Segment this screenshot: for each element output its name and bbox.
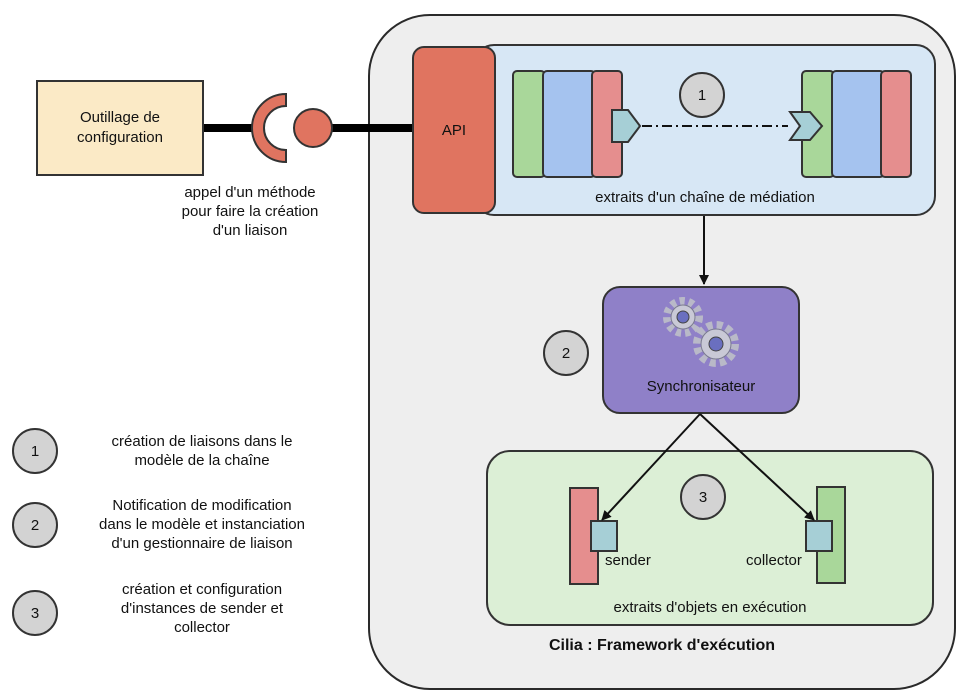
sync-to-collector-arrow <box>699 413 815 521</box>
sender-label: sender <box>605 552 651 569</box>
tooling-box: Outillage de configuration <box>36 80 204 176</box>
legend-number: 2 <box>30 516 40 534</box>
tooling-label: Outillage de configuration <box>77 109 163 146</box>
legend-badge-3: 3 <box>12 590 58 636</box>
method-call-note-line: pour faire la création <box>181 203 319 220</box>
legend-line: d'un gestionnaire de liaison <box>111 535 293 552</box>
legend-badge-2: 2 <box>12 502 58 548</box>
ball-icon <box>293 108 333 148</box>
method-call-note-line: d'un liaison <box>212 222 288 239</box>
legend-line: d'instances de sender et <box>120 600 284 617</box>
collector-label: collector <box>746 552 802 569</box>
legend-line: création de liaisons dans le <box>111 433 293 450</box>
legend-item-1: création de liaisons dans le modèle de l… <box>72 432 332 470</box>
runtime-caption: extraits d'objets en exécution <box>613 599 807 616</box>
legend-line: collector <box>174 619 230 636</box>
step-2-badge: 2 <box>543 330 589 376</box>
chain-right-red-bar <box>880 70 912 178</box>
method-call-note: appel d'un méthode pour faire la créatio… <box>150 183 350 240</box>
step-1-badge: 1 <box>679 72 725 118</box>
collector-port <box>805 520 833 552</box>
gear-icon <box>693 321 739 367</box>
diagram-connectors <box>204 92 824 521</box>
legend-line: Notification de modification <box>112 497 292 514</box>
legend-line: dans le modèle et instanciation <box>99 516 305 533</box>
legend-line: création et configuration <box>121 581 283 598</box>
legend-item-3: création et configuration d'instances de… <box>72 580 332 637</box>
step-3-number: 3 <box>698 488 708 506</box>
sender-port <box>590 520 618 552</box>
legend-number: 1 <box>30 442 40 460</box>
api-label: API <box>441 121 467 139</box>
step-1-number: 1 <box>697 86 707 104</box>
step-2-number: 2 <box>561 344 571 362</box>
chain-caption: extraits d'un chaîne de médiation <box>595 189 815 206</box>
chain-out-port <box>611 109 642 143</box>
legend-number: 3 <box>30 604 40 622</box>
synchroniser-label: Synchronisateur <box>646 378 756 395</box>
chain-in-port <box>788 111 824 141</box>
gear-icon <box>663 297 703 337</box>
sync-to-sender-arrow <box>601 413 701 521</box>
api-block: API <box>412 46 496 214</box>
socket-icon <box>251 92 287 164</box>
legend-item-2: Notification de modification dans le mod… <box>62 496 342 553</box>
legend-badge-1: 1 <box>12 428 58 474</box>
framework-title: Cilia : Framework d'exécution <box>548 637 776 654</box>
legend-line: modèle de la chaîne <box>134 452 270 469</box>
method-call-note-line: appel d'un méthode <box>184 184 316 201</box>
step-3-badge: 3 <box>680 474 726 520</box>
